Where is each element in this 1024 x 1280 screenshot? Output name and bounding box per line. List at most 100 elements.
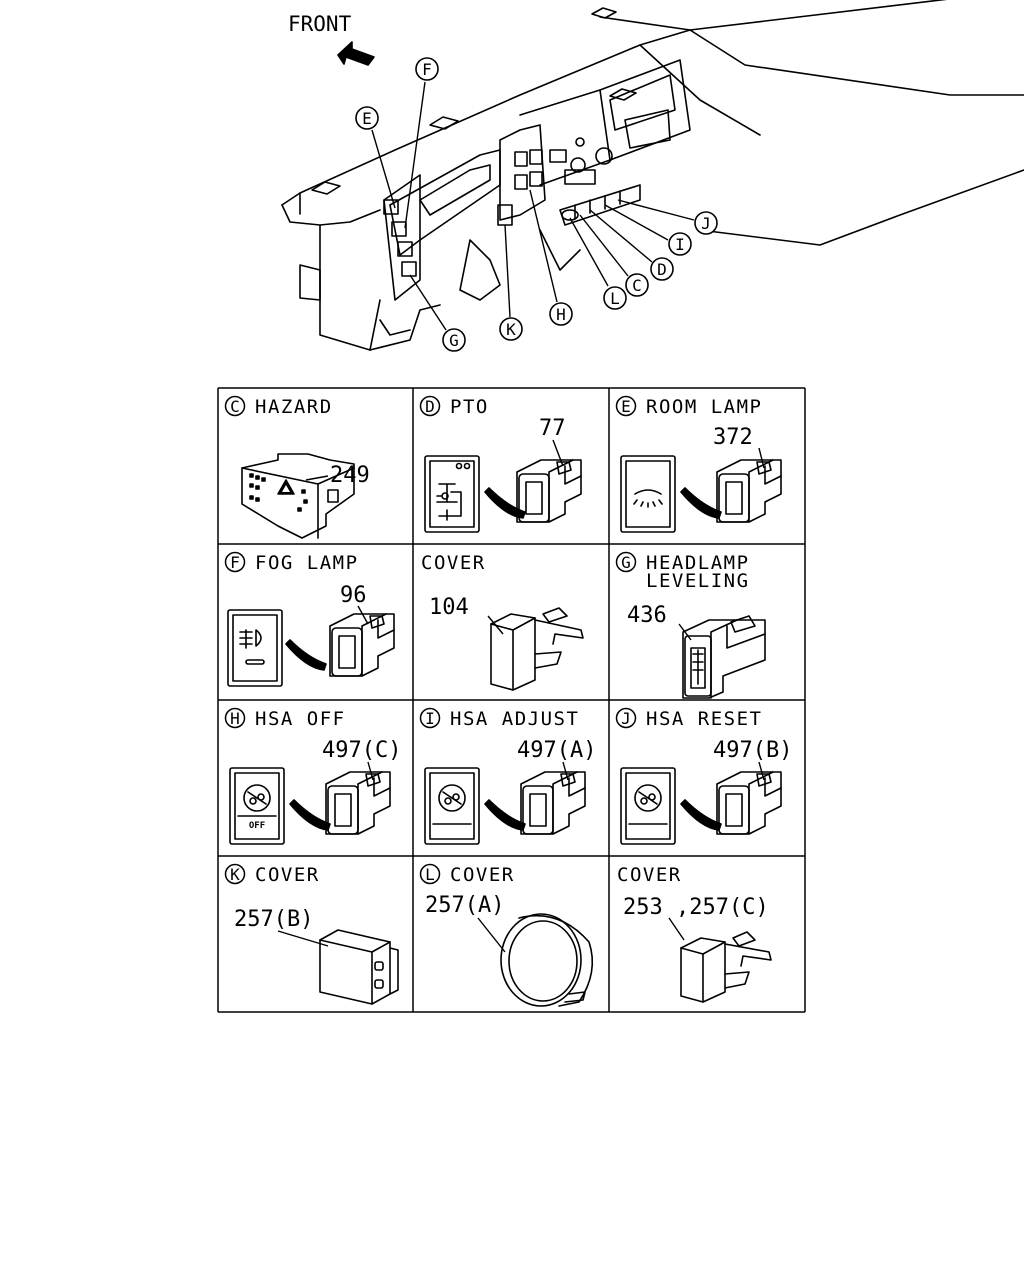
callout-letter: K: [506, 320, 516, 339]
part-number: 436: [627, 603, 667, 628]
callout-letter: D: [657, 260, 667, 279]
leader-line: [477, 917, 506, 953]
callout-letter: J: [701, 214, 711, 233]
cell-letter: F: [230, 553, 240, 572]
hsa-adjust-switch-body: [520, 771, 586, 835]
cell-cover-11: COVER 253 ,257(C): [617, 864, 769, 941]
cell-h: H HSA OFF 497(C): [224, 707, 401, 781]
cell-letter: G: [621, 553, 631, 572]
headlamp-leveling-switch-icon: [682, 615, 766, 699]
leader-line: [305, 475, 329, 481]
cell-title: FOG LAMP: [255, 552, 359, 574]
cell-title: HSA ADJUST: [450, 708, 579, 730]
hsa-off-label: OFF: [249, 821, 265, 831]
hsa-icon: [634, 784, 662, 812]
fog-lamp-switch-body: [329, 613, 395, 677]
cell-title: HEADLAMP: [646, 552, 750, 574]
callout-h: H: [529, 189, 573, 326]
swoosh-arrow-icon: [289, 799, 331, 831]
room-lamp-panel: [620, 455, 676, 533]
swoosh-arrow-icon: [680, 799, 722, 831]
hsa-icon: [243, 784, 271, 812]
hsa-off-panel: OFF: [229, 767, 285, 845]
swoosh-arrow-icon: [484, 487, 526, 519]
callout-letter: I: [675, 235, 685, 254]
hazard-switch-icon: [241, 453, 355, 539]
hsa-icon: [438, 784, 466, 812]
cell-title: PTO: [450, 396, 489, 418]
part-number: 497(B): [713, 738, 792, 763]
callout-letter: L: [610, 289, 620, 308]
part-number: 96: [340, 583, 367, 608]
front-arrow-icon: [337, 41, 375, 66]
callout-letter: H: [556, 305, 566, 324]
cell-title: COVER: [617, 864, 682, 886]
callout-l: L: [569, 217, 627, 310]
callout-g: G: [409, 274, 466, 352]
cell-letter: I: [425, 709, 435, 728]
cell-letter: E: [621, 397, 631, 416]
callout-k: K: [499, 224, 523, 341]
cover-257b-icon: [319, 929, 399, 1005]
hsa-off-switch-body: [325, 771, 391, 835]
cell-title: HAZARD: [255, 396, 333, 418]
fog-lamp-panel: [227, 609, 283, 687]
part-number: 253 ,257(C): [623, 895, 769, 920]
pto-switch-body: [516, 459, 582, 523]
pto-icon: [436, 483, 462, 521]
part-number: 77: [539, 416, 566, 441]
callout-letter: C: [632, 276, 642, 295]
cover-104-icon: [490, 607, 584, 691]
cell-title-line2: LEVELING: [646, 570, 750, 592]
callout-j: J: [617, 199, 718, 235]
callout-f: F: [404, 57, 439, 229]
callout-e: E: [355, 106, 396, 209]
cell-k: K COVER 257(B): [224, 863, 329, 947]
cell-letter: H: [230, 709, 240, 728]
hsa-reset-panel: [620, 767, 676, 845]
cell-title: COVER: [421, 552, 486, 574]
part-number: 257(B): [234, 907, 313, 932]
swoosh-arrow-icon: [680, 487, 722, 519]
cell-title: HSA OFF: [255, 708, 346, 730]
callout-c: C: [579, 214, 649, 297]
leader-line: [357, 605, 369, 625]
callout-d: D: [589, 209, 674, 281]
grid-lines: [217, 387, 806, 1013]
callout-i: I: [604, 204, 692, 256]
room-lamp-icon: [634, 489, 662, 495]
cell-letter: C: [230, 397, 240, 416]
front-label: FRONT: [288, 12, 352, 36]
swoosh-arrow-icon: [285, 639, 327, 671]
cell-illustrations: OFF: [227, 453, 782, 1007]
pto-panel: [424, 455, 480, 533]
cell-letter: K: [230, 865, 240, 884]
part-number: 497(C): [322, 738, 401, 763]
cell-title: COVER: [255, 864, 320, 886]
cell-letter: L: [425, 865, 435, 884]
cover-253-257c-icon: [680, 931, 772, 1003]
cell-title: COVER: [450, 864, 515, 886]
cover-257a-icon: [500, 913, 594, 1007]
cell-title: HSA RESET: [646, 708, 762, 730]
cell-f: F FOG LAMP 96: [224, 551, 369, 625]
cell-e: E ROOM LAMP 372: [615, 395, 765, 469]
room-lamp-switch-body: [716, 459, 782, 523]
part-number: 372: [713, 425, 753, 450]
fog-lamp-icon: [255, 629, 262, 647]
cell-letter: J: [621, 709, 631, 728]
callout-letter: G: [449, 331, 459, 350]
cell-title: ROOM LAMP: [646, 396, 762, 418]
cell-j: J HSA RESET 497(B): [615, 707, 792, 781]
hsa-reset-switch-body: [716, 771, 782, 835]
part-number: 497(A): [517, 738, 596, 763]
leader-line: [678, 623, 692, 641]
